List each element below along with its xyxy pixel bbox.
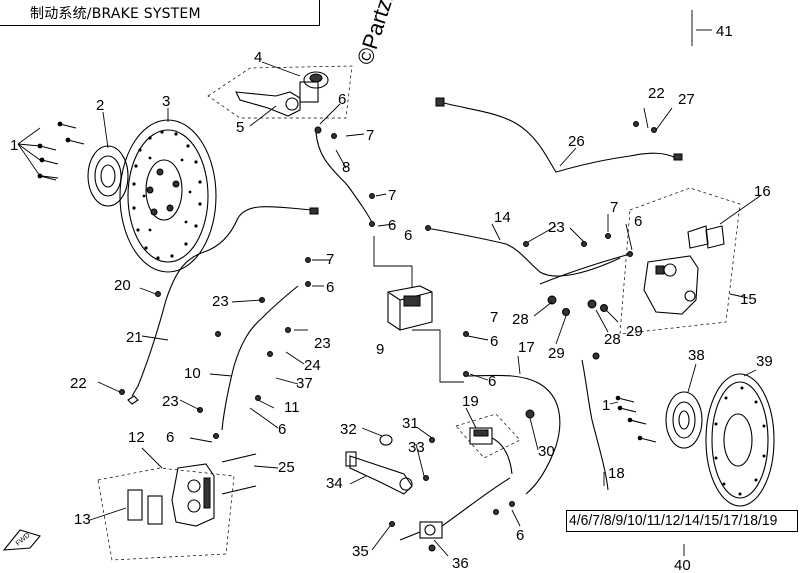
callout-2: 2 <box>96 97 104 114</box>
abs-modulator <box>387 285 433 331</box>
callout-8: 8 <box>342 159 350 176</box>
brake-hose-8 <box>315 131 375 227</box>
callout-24: 24 <box>304 357 321 374</box>
callout-37: 37 <box>296 375 313 392</box>
disc-bolts-front <box>37 121 85 181</box>
callout-6i: 6 <box>516 527 524 544</box>
callout-7e: 7 <box>610 199 618 216</box>
front-brake-caliper <box>171 463 215 527</box>
brake-pedal <box>345 451 413 495</box>
callout-41: 41 <box>716 23 733 40</box>
callout-7c: 7 <box>326 251 334 268</box>
callout-16: 16 <box>754 183 771 200</box>
rear-brake-pads <box>687 225 725 249</box>
callout-23a: 23 <box>212 293 229 310</box>
callout-18: 18 <box>608 465 625 482</box>
kit-parts-box: 4/6/7/8/9/10/11/12/14/15/17/18/19 <box>566 510 798 532</box>
callout-21: 21 <box>126 329 143 346</box>
callout-33: 33 <box>408 439 425 456</box>
callout-labels: 1 2 3 4 5 6 7 8 7 6 6 7 6 9 10 11 12 13 … <box>10 23 773 573</box>
callout-32: 32 <box>340 421 357 438</box>
front-brake-pads <box>127 489 163 525</box>
callout-17: 17 <box>518 339 535 356</box>
callout-34: 34 <box>326 475 343 492</box>
callout-7a: 7 <box>366 127 374 144</box>
callout-39: 39 <box>756 353 773 370</box>
callout-6d: 6 <box>326 279 334 296</box>
front-abs-sensor-cable <box>131 206 313 397</box>
callout-26: 26 <box>568 133 585 150</box>
pad-group-box-rear <box>619 187 741 335</box>
callout-23c: 23 <box>162 393 179 410</box>
caliper-bolts <box>221 453 257 495</box>
callout-23b: 23 <box>314 335 331 352</box>
title-box: 制动系统/BRAKE SYSTEM <box>0 0 320 26</box>
brake-line-14 <box>425 227 621 277</box>
callout-1: 1 <box>10 137 18 154</box>
rear-brake-disc <box>705 373 775 507</box>
callout-6j: 6 <box>634 213 642 230</box>
kit-parts-list: 4/6/7/8/9/10/11/12/14/15/17/18/19 <box>569 512 778 529</box>
leader-lines <box>17 10 761 557</box>
callout-36: 36 <box>452 555 469 572</box>
callout-9: 9 <box>376 341 384 358</box>
callout-7d: 7 <box>490 309 498 326</box>
callout-6e: 6 <box>166 429 174 446</box>
callout-20: 20 <box>114 277 131 294</box>
callout-6a: 6 <box>338 91 346 108</box>
callout-12: 12 <box>128 429 145 446</box>
disc-bolts-rear <box>615 395 657 443</box>
abs-pipe-route <box>373 236 413 288</box>
front-master-cylinder <box>235 71 329 117</box>
callout-35: 35 <box>352 543 369 560</box>
rear-master-cylinder <box>399 477 511 541</box>
callout-14: 14 <box>494 209 511 226</box>
callout-27: 27 <box>678 91 695 108</box>
callout-6h: 6 <box>488 373 496 390</box>
brake-hose-10 <box>221 317 263 431</box>
callout-31: 31 <box>402 415 419 432</box>
front-direction-arrow: FWD <box>2 529 41 551</box>
callout-6b: 6 <box>388 217 396 234</box>
master-cylinder-group-box <box>207 65 353 119</box>
callout-38: 38 <box>688 347 705 364</box>
callout-22b: 22 <box>648 85 665 102</box>
callout-40: 40 <box>674 557 691 573</box>
callout-22a: 22 <box>70 375 87 392</box>
rear-disc-carrier <box>665 391 703 449</box>
return-spring <box>379 434 393 446</box>
front-brake-disc <box>119 119 217 273</box>
callout-11: 11 <box>284 399 300 416</box>
callout-5: 5 <box>236 119 244 136</box>
callout-15: 15 <box>740 291 757 308</box>
hose-fittings <box>119 121 657 552</box>
brake-hose-18 <box>581 359 609 491</box>
callout-7b: 7 <box>388 187 396 204</box>
brake-line-17 <box>463 374 561 495</box>
rear-brake-reservoir <box>469 427 513 475</box>
callout-29b: 29 <box>626 323 643 340</box>
callout-6f: 6 <box>278 421 286 438</box>
callout-25: 25 <box>278 459 295 476</box>
callout-1b: 1 <box>602 397 610 414</box>
diagram-title: 制动系统/BRAKE SYSTEM <box>30 6 201 22</box>
rear-abs-sensor-cable <box>439 101 677 173</box>
callout-3: 3 <box>162 93 170 110</box>
callout-10: 10 <box>184 365 201 382</box>
callout-28a: 28 <box>512 311 529 328</box>
callout-19: 19 <box>462 393 479 410</box>
rear-brake-caliper <box>643 255 699 315</box>
callout-4: 4 <box>254 49 262 66</box>
callout-6c: 6 <box>404 227 412 244</box>
callout-28b: 28 <box>604 331 621 348</box>
bracket-30 <box>525 409 535 419</box>
callout-6g: 6 <box>490 333 498 350</box>
callout-23d: 23 <box>548 219 565 236</box>
pad-group-box-front <box>97 467 235 561</box>
callout-30: 30 <box>538 443 555 460</box>
callout-13: 13 <box>74 511 91 528</box>
callout-29a: 29 <box>548 345 565 362</box>
